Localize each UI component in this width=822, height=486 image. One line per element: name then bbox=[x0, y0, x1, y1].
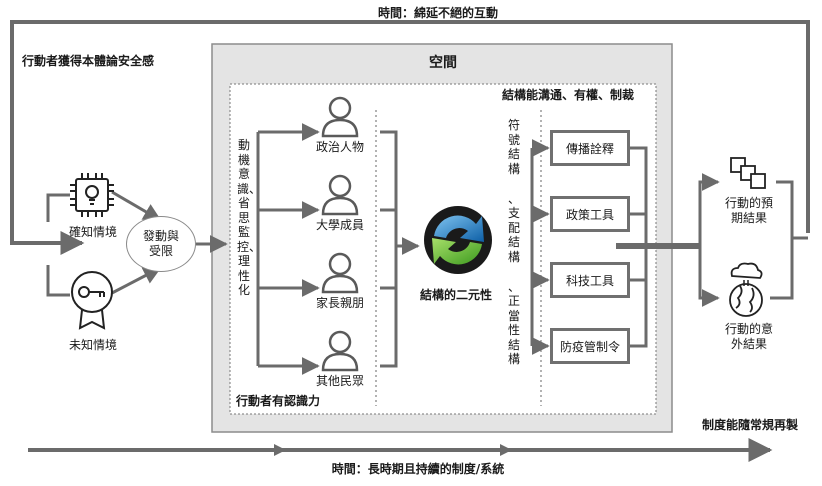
person-label-4: 其他民眾 bbox=[315, 374, 365, 388]
motive-constraint-node: 發動與受限 bbox=[126, 216, 196, 272]
top-feedback-loop bbox=[10, 20, 810, 255]
duality-icon bbox=[424, 206, 492, 274]
tool-box-4: 防疫管制令 bbox=[550, 328, 630, 364]
timeline-tick-2 bbox=[500, 444, 512, 456]
people-right-bracket bbox=[380, 130, 398, 368]
reproduction-label: 制度能隨常規再製 bbox=[702, 418, 799, 432]
copy-squares-icon bbox=[730, 157, 766, 189]
expected-outcome-label: 行動的預期結果 bbox=[724, 196, 773, 225]
structure-vertical-sep-2: 、 bbox=[507, 280, 520, 294]
timeline-tick-1 bbox=[274, 444, 286, 456]
structure-caption: 結構能溝通、有權、制裁 bbox=[502, 88, 635, 102]
bottom-time-label: 時間：長時期且持續的制度/系統 bbox=[331, 462, 505, 476]
known-link-up bbox=[46, 193, 70, 222]
top-time-label: 時間：綿延不絕的互動 bbox=[377, 6, 499, 20]
globe-cloud-icon bbox=[729, 262, 763, 317]
to-expected bbox=[698, 173, 720, 246]
structure-vertical-3: 正當性結構 bbox=[507, 294, 520, 366]
knowledgeability-label: 行動者有認識力 bbox=[236, 394, 321, 408]
person-label-2: 大學成員 bbox=[315, 218, 365, 232]
tool-label-3: 科技工具 bbox=[565, 273, 614, 288]
person-icon bbox=[321, 252, 359, 294]
key-badge-icon bbox=[71, 271, 113, 330]
tool-label-1: 傳播詮釋 bbox=[565, 141, 614, 156]
unexpected-to-loop bbox=[770, 238, 794, 300]
person-icons bbox=[321, 96, 359, 372]
person-icon bbox=[321, 174, 359, 216]
known-to-motive bbox=[111, 190, 162, 222]
person-icon bbox=[321, 96, 359, 138]
lightbulb-chip-icon bbox=[70, 173, 114, 217]
expected-to-loop bbox=[776, 180, 808, 240]
tool-label-2: 政策工具 bbox=[565, 207, 614, 222]
duality-label: 結構的二元性 bbox=[419, 288, 493, 302]
tool-box-1: 傳播詮釋 bbox=[550, 130, 630, 166]
unknown-link-down bbox=[46, 265, 70, 297]
to-unexpected bbox=[698, 246, 720, 307]
unexpected-outcome-label: 行動的意外結果 bbox=[724, 322, 773, 351]
person-icon bbox=[321, 330, 359, 372]
structure-vertical-1: 符號結構 bbox=[507, 118, 520, 176]
actor-security-label: 行動者獲得本體論安全感 bbox=[22, 54, 155, 68]
left-vertical-text: 動機意識、省思監控、理性化 bbox=[237, 138, 262, 297]
structure-vertical-2: 支配結構 bbox=[507, 206, 520, 264]
structure-vertical-sep-1: 、 bbox=[507, 192, 520, 206]
person-label-3: 家長親朋 bbox=[315, 296, 365, 310]
unknown-to-motive bbox=[111, 266, 162, 295]
known-label: 確知情境 bbox=[68, 225, 118, 239]
unknown-label: 未知情境 bbox=[68, 338, 118, 352]
tool-box-2: 政策工具 bbox=[550, 196, 630, 232]
person-label-1: 政治人物 bbox=[315, 140, 365, 154]
tool-label-4: 防疫管制令 bbox=[559, 339, 620, 354]
motive-constraint-text: 發動與受限 bbox=[142, 229, 179, 258]
space-title: 空間 bbox=[429, 55, 457, 71]
tool-box-3: 科技工具 bbox=[550, 262, 630, 298]
